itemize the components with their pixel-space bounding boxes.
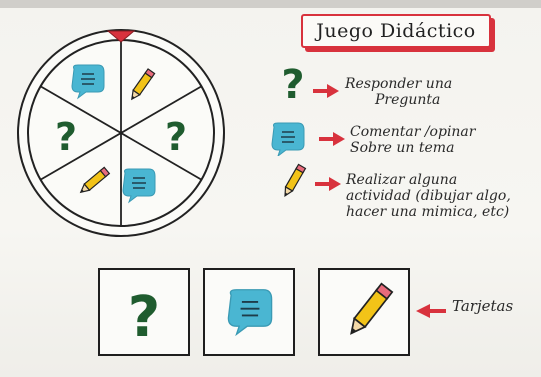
legend-question-line1: Responder una — [345, 76, 453, 92]
legend-text-question: Responder una Pregunta — [345, 76, 452, 108]
svg-text:?: ? — [128, 285, 160, 350]
wheel-segment-question-right: ? — [165, 115, 187, 159]
legend-arrow-1 — [313, 84, 339, 98]
legend-question-line2: Pregunta — [375, 92, 441, 108]
legend-arrow-2 — [319, 132, 345, 146]
card-speech-bubble-icon — [227, 289, 273, 337]
wheel-segment-pencil-bottom — [79, 166, 111, 194]
legend-pencil-line3: hacer una mimica, etc) — [346, 204, 510, 220]
card-pencil-icon — [350, 282, 394, 335]
legend-pencil-icon — [284, 163, 307, 198]
svg-text:?: ? — [281, 62, 304, 104]
legend-text-bubble: Comentar /opinar Sobre un tema — [350, 124, 475, 156]
card-speech-bubble[interactable] — [203, 268, 295, 356]
legend-bubble-line2: Sobre un tema — [350, 140, 455, 156]
legend-pencil-line2: actividad (dibujar algo, — [346, 188, 511, 204]
legend-bubble-line1: Comentar /opinar — [350, 124, 476, 140]
cards-arrow — [416, 304, 446, 318]
wheel-pointer — [106, 30, 136, 43]
wheel-segment-pencil-top — [131, 68, 156, 101]
cards-label: Tarjetas — [452, 297, 514, 315]
game-title: Juego Didáctico — [301, 14, 491, 48]
wheel-segment-bubble-bottom — [122, 168, 156, 204]
card-pencil[interactable] — [318, 268, 410, 356]
legend-arrow-3 — [315, 177, 341, 191]
wheel-segment-question-left: ? — [55, 115, 77, 159]
legend-question-icon: ? — [281, 62, 304, 104]
card-question-icon: ? — [128, 285, 160, 350]
legend-pencil-line1: Realizar alguna — [346, 172, 458, 188]
wheel-segment-bubble-top — [71, 64, 105, 100]
paper-shadow-edge — [0, 0, 541, 8]
legend-speech-bubble-icon — [271, 122, 305, 156]
card-question[interactable]: ? — [98, 268, 190, 356]
legend-text-pencil: Realizar alguna actividad (dibujar algo,… — [346, 172, 511, 220]
